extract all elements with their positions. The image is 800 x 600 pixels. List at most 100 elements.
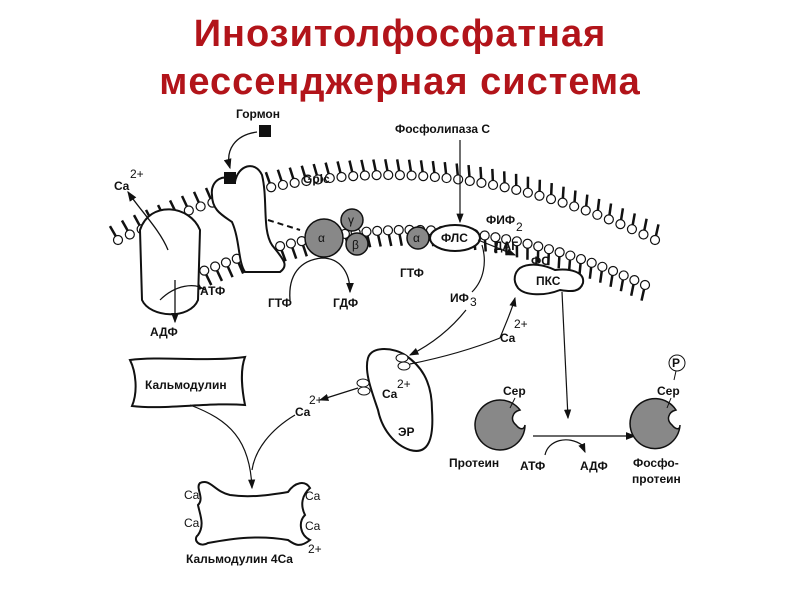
label-dag: ДАГ bbox=[494, 239, 518, 253]
lipid-head bbox=[618, 270, 629, 281]
lipid-head bbox=[382, 225, 394, 236]
protein-shape bbox=[474, 399, 526, 451]
receptor-g-protein-link bbox=[267, 219, 301, 231]
lipid-head bbox=[285, 238, 297, 249]
arrow-ca-from-er bbox=[318, 387, 359, 401]
label-gplc: Gplc bbox=[303, 172, 330, 186]
label-calmodulin-4ca: Кальмодулин 4Ca bbox=[186, 552, 293, 566]
arrow-ca-binding bbox=[251, 414, 296, 471]
lipid-head bbox=[371, 170, 382, 181]
er-ca-release-line bbox=[409, 337, 501, 365]
calmodulin-4ca-shape bbox=[194, 480, 312, 546]
label-fif: ФИФ bbox=[486, 213, 515, 227]
lipid-head bbox=[124, 229, 135, 240]
lipid-head bbox=[210, 261, 221, 272]
lipid-head bbox=[545, 193, 557, 205]
label-ca-bound: Ca bbox=[305, 519, 321, 533]
arrow-hormone-binding bbox=[223, 131, 258, 170]
lipid-head bbox=[565, 250, 576, 261]
ser-line bbox=[509, 397, 516, 409]
lipid-head bbox=[441, 172, 452, 184]
lipid-head bbox=[649, 234, 661, 246]
phospholipase-c bbox=[429, 224, 481, 252]
lipid-head bbox=[383, 169, 394, 181]
label-er: ЭР bbox=[398, 425, 415, 439]
label-adf: АДФ bbox=[580, 459, 608, 473]
label-ca-left: Ca bbox=[114, 179, 130, 193]
label-ca-bound: Ca bbox=[305, 489, 321, 503]
lipid-head bbox=[557, 197, 568, 208]
label-ser: Сер bbox=[503, 384, 526, 398]
label-fs: ФС bbox=[531, 254, 550, 268]
label-ca-pkc: Ca bbox=[500, 331, 516, 345]
lipid-head bbox=[490, 232, 501, 243]
lipid-head bbox=[639, 279, 651, 291]
lipid-head bbox=[372, 225, 383, 236]
lipid-head bbox=[487, 179, 499, 191]
protein-kinase-c bbox=[513, 263, 585, 296]
lipid-head bbox=[324, 172, 335, 184]
lipid-head bbox=[626, 224, 638, 235]
label-alpha-small: α bbox=[413, 231, 420, 245]
lipid-head bbox=[199, 265, 210, 276]
lipid-head bbox=[569, 201, 580, 212]
lipid-head bbox=[554, 247, 565, 258]
lipid-head bbox=[511, 184, 522, 195]
lipid-head bbox=[266, 182, 277, 193]
label-sup: 2+ bbox=[397, 377, 411, 391]
er-channel bbox=[356, 378, 370, 388]
label-sup: 2+ bbox=[309, 393, 323, 407]
arrow-ip3-to-er bbox=[408, 309, 467, 356]
lipid-head bbox=[586, 257, 597, 268]
calcium-pump bbox=[138, 208, 202, 316]
lipid-head bbox=[629, 275, 640, 286]
er-channel bbox=[357, 386, 371, 396]
lipid-head bbox=[359, 170, 370, 181]
lipid-head bbox=[312, 174, 324, 185]
lipid-head bbox=[501, 234, 512, 245]
label-gdf: ГДФ bbox=[333, 296, 358, 310]
lipid-head bbox=[522, 238, 533, 249]
label-beta: β bbox=[352, 238, 359, 252]
lipid-head bbox=[393, 224, 404, 236]
lipid-head bbox=[511, 236, 522, 247]
lipid-head bbox=[336, 171, 347, 183]
lipid-head bbox=[615, 219, 626, 230]
arrow-dag bbox=[477, 239, 517, 256]
label-ser-phospho: Сер bbox=[657, 384, 680, 398]
label-fls: ФЛС bbox=[441, 231, 468, 245]
lipid-head bbox=[112, 234, 124, 246]
arrow-pkc-phosphorylation bbox=[561, 291, 572, 420]
phosphate-line bbox=[673, 370, 677, 381]
label-atf-pump: АТФ bbox=[200, 284, 225, 298]
calmodulin-shape bbox=[128, 355, 247, 409]
lipid-head bbox=[575, 253, 587, 265]
label-gtf: ГТФ bbox=[268, 296, 292, 310]
lipid-head bbox=[464, 175, 475, 187]
lipid-head bbox=[274, 241, 286, 252]
label-alpha: α bbox=[318, 231, 325, 245]
hormone-bound-square bbox=[224, 172, 236, 184]
lipid-head bbox=[301, 175, 312, 187]
label-gtf-plc: ГТФ bbox=[400, 266, 424, 280]
arrow-ca-out bbox=[127, 190, 169, 251]
lipid-head bbox=[453, 174, 464, 185]
lipid-head bbox=[533, 241, 544, 252]
lipid-head bbox=[543, 244, 555, 255]
gtp-gdp-exchange-arrow bbox=[289, 257, 354, 301]
lipid-head bbox=[476, 177, 487, 188]
lipid-head bbox=[479, 230, 490, 241]
er-channel bbox=[397, 361, 411, 371]
lipid-head bbox=[592, 209, 603, 220]
lipid-head bbox=[429, 171, 440, 183]
lipid-head bbox=[394, 170, 406, 181]
label-adf-pump: АДФ bbox=[150, 325, 178, 339]
label-ca-er: Ca bbox=[382, 387, 398, 401]
slide-title-line-2: мессенджерная система bbox=[159, 61, 641, 103]
pump-reaction-curve bbox=[159, 285, 206, 301]
label-atf: АТФ bbox=[520, 459, 545, 473]
slide-title-line-1: Инозитолфосфатная bbox=[193, 13, 607, 55]
arrow-calmodulin-binding bbox=[189, 404, 256, 490]
lipid-head bbox=[289, 177, 300, 188]
lipid-head bbox=[597, 261, 608, 272]
